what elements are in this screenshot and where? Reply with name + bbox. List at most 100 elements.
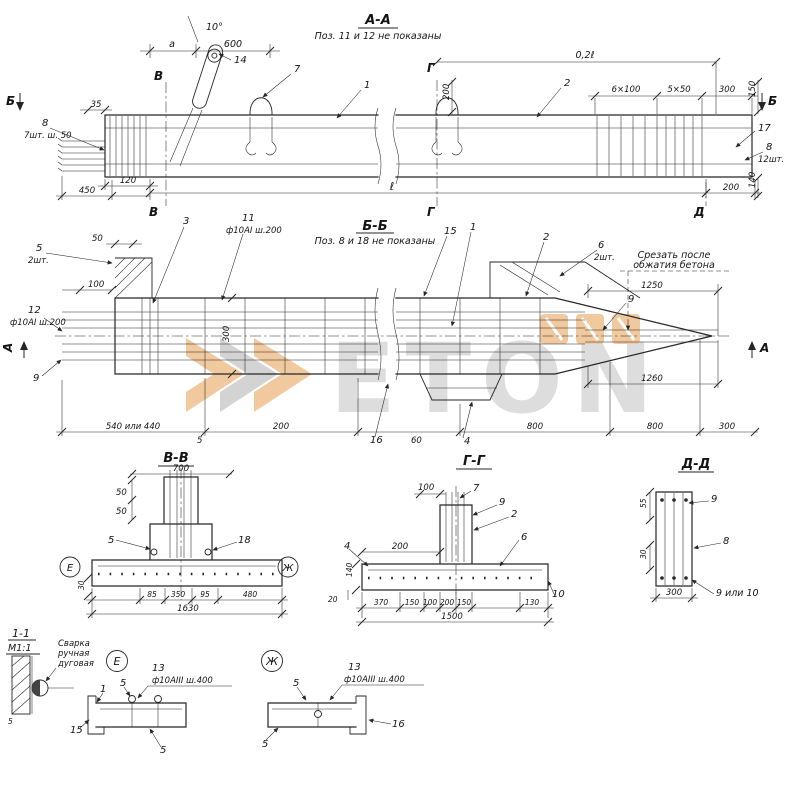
dim-30-dd: 30 bbox=[639, 549, 648, 559]
view-bb-note: Поз. 8 и 18 не показаны bbox=[315, 236, 436, 247]
detail-e: Е 1 5 13 ф10АIII ш.400 15 5 bbox=[70, 650, 232, 756]
pos-label-8-dd: 8 bbox=[723, 536, 729, 547]
pos-label-9-gg: 9 bbox=[499, 497, 505, 508]
detail-ref-zh: Ж bbox=[282, 563, 295, 574]
note-cut-line2: обжатия бетона bbox=[633, 260, 715, 271]
pos-label-13-zh: 13 bbox=[348, 662, 361, 673]
dim-02L: 0,2ℓ bbox=[575, 50, 594, 61]
dim-600: 600 bbox=[224, 39, 242, 50]
dim-30-vv: 30 bbox=[77, 580, 86, 590]
dim-100b-gg: 100 bbox=[423, 598, 438, 607]
pos-label-13-e: 13 bbox=[152, 663, 165, 674]
section-label-b-left: Б bbox=[6, 94, 15, 108]
dim-200-g: 200 bbox=[442, 84, 452, 100]
dim-800-a: 800 bbox=[527, 422, 543, 432]
dim-60: 60 bbox=[411, 436, 422, 446]
section-label-g-top: Г bbox=[427, 61, 436, 75]
pos-label-11: 11 bbox=[242, 213, 255, 224]
pos-label-5-zh-top: 5 bbox=[293, 678, 299, 689]
note-weld-2: ручная bbox=[57, 649, 89, 659]
view-aa-title: А-А bbox=[364, 13, 391, 28]
pos-label-5-vv: 5 bbox=[108, 535, 114, 546]
dim-6x100: 6×100 bbox=[612, 85, 641, 95]
pos-label-18: 18 bbox=[238, 535, 251, 546]
pos-label-4-bb: 4 bbox=[464, 436, 470, 447]
view-gg-title: Г-Г bbox=[463, 454, 486, 469]
section-label-a-left: А bbox=[1, 343, 15, 353]
dim-300-dd: 300 bbox=[666, 588, 682, 598]
dim-140-gg: 140 bbox=[345, 562, 354, 577]
dim-5-bb: 5 bbox=[197, 436, 202, 446]
dim-350: 350 bbox=[171, 590, 186, 599]
dim-130-gg: 130 bbox=[525, 598, 540, 607]
note-weld-1: Сварка bbox=[58, 639, 90, 649]
dim-150-right: 150 bbox=[748, 81, 758, 97]
dim-800-b: 800 bbox=[647, 422, 663, 432]
dim-200-gg: 200 bbox=[392, 542, 408, 552]
dim-35: 35 bbox=[91, 100, 102, 110]
dim-50b-vv: 50 bbox=[116, 507, 127, 517]
pos-label-1-aa: 1 bbox=[364, 80, 370, 91]
pos-label-6-gg: 6 bbox=[521, 532, 527, 543]
dim-length-l: ℓ bbox=[389, 180, 395, 193]
pos-label-4-gg: 4 bbox=[344, 541, 350, 552]
dim-450: 450 bbox=[79, 186, 95, 196]
dim-540-440: 540 или 440 bbox=[106, 422, 160, 432]
pos-label-2-bb: 2 bbox=[543, 232, 549, 243]
dim-axis-a: а bbox=[169, 39, 175, 50]
note-rebar-11: ф10АI ш.200 bbox=[226, 226, 282, 236]
view-11-title: 1-1 bbox=[12, 627, 30, 640]
section-label-d-bottom: Д bbox=[693, 205, 705, 219]
section-label-g-bottom: Г bbox=[427, 205, 436, 219]
dim-140-right: 140 bbox=[748, 172, 758, 188]
dim-95: 95 bbox=[200, 590, 210, 599]
pos-label-9-left: 9 bbox=[33, 373, 39, 384]
section-label-v-top: В bbox=[154, 69, 163, 83]
pos-label-7-gg: 7 bbox=[473, 483, 480, 494]
view-bb-title: Б-Б bbox=[362, 219, 387, 234]
pos-label-6: 6 bbox=[598, 240, 604, 251]
dim-1630: 1630 bbox=[177, 604, 199, 614]
view-dd-title: Д-Д bbox=[681, 457, 711, 472]
note-qty12: 12шт. bbox=[758, 155, 784, 165]
dim-1500: 1500 bbox=[441, 612, 463, 622]
dim-300-bb: 300 bbox=[222, 326, 232, 342]
dim-1260: 1260 bbox=[641, 374, 663, 384]
dim-300-bb-bottom: 300 bbox=[719, 422, 735, 432]
pos-label-2-gg: 2 bbox=[511, 509, 517, 520]
pos-label-8-right: 8 bbox=[766, 142, 772, 153]
pos-label-15-e: 15 bbox=[70, 725, 83, 736]
dim-angle-10deg: 10° bbox=[206, 22, 223, 33]
pos-label-5-bb: 5 bbox=[36, 243, 42, 254]
dim-5x50: 5×50 bbox=[667, 85, 690, 95]
pos-label-10-gg: 10 bbox=[552, 589, 565, 600]
dim-85: 85 bbox=[147, 590, 157, 599]
pos-label-15-bb: 15 bbox=[444, 226, 457, 237]
pos-label-5-e-top: 5 bbox=[120, 678, 126, 689]
view-bb: Б-Б Поз. 8 и 18 не показаны А А Срезать … bbox=[1, 213, 769, 447]
pos-label-5-e-bottom: 5 bbox=[160, 745, 166, 756]
note-qty7-50: 7шт. ш. 50 bbox=[24, 131, 72, 141]
pos-label-1-bb: 1 bbox=[470, 222, 476, 233]
view-vv: В-В 700 50 50 5 18 Е Ж 85 350 95 480 163… bbox=[59, 451, 299, 619]
dim-480: 480 bbox=[243, 590, 258, 599]
pos-label-16-zh: 16 bbox=[392, 719, 405, 730]
view-dd: Д-Д 9 8 55 30 300 9 или 10 bbox=[639, 457, 759, 603]
dim-5-11: 5 bbox=[8, 717, 13, 726]
pos-label-8-left: 8 bbox=[42, 118, 48, 129]
dim-200-bottom: 200 bbox=[723, 183, 739, 193]
dim-9-or-10: 9 или 10 bbox=[716, 588, 759, 599]
dim-120: 120 bbox=[120, 176, 136, 186]
note-cut-line1: Срезать после bbox=[638, 250, 711, 261]
view-aa: А-А Поз. 11 и 12 не показаны 10° В В Г Г… bbox=[6, 13, 784, 219]
watermark-logo: ETON bbox=[186, 314, 653, 435]
pos-label-12: 12 bbox=[28, 305, 41, 316]
note-qty2-5: 2шт. bbox=[28, 256, 49, 266]
dim-150a-gg: 150 bbox=[405, 598, 420, 607]
note-rebar-13-e: ф10АIII ш.400 bbox=[152, 676, 213, 686]
detail-ref-e: Е bbox=[67, 563, 74, 574]
detail-zh: Ж 5 13 ф10АIII ш.400 16 5 bbox=[261, 650, 424, 750]
dim-200-bb: 200 bbox=[273, 422, 289, 432]
dim-100-gg: 100 bbox=[418, 483, 434, 493]
